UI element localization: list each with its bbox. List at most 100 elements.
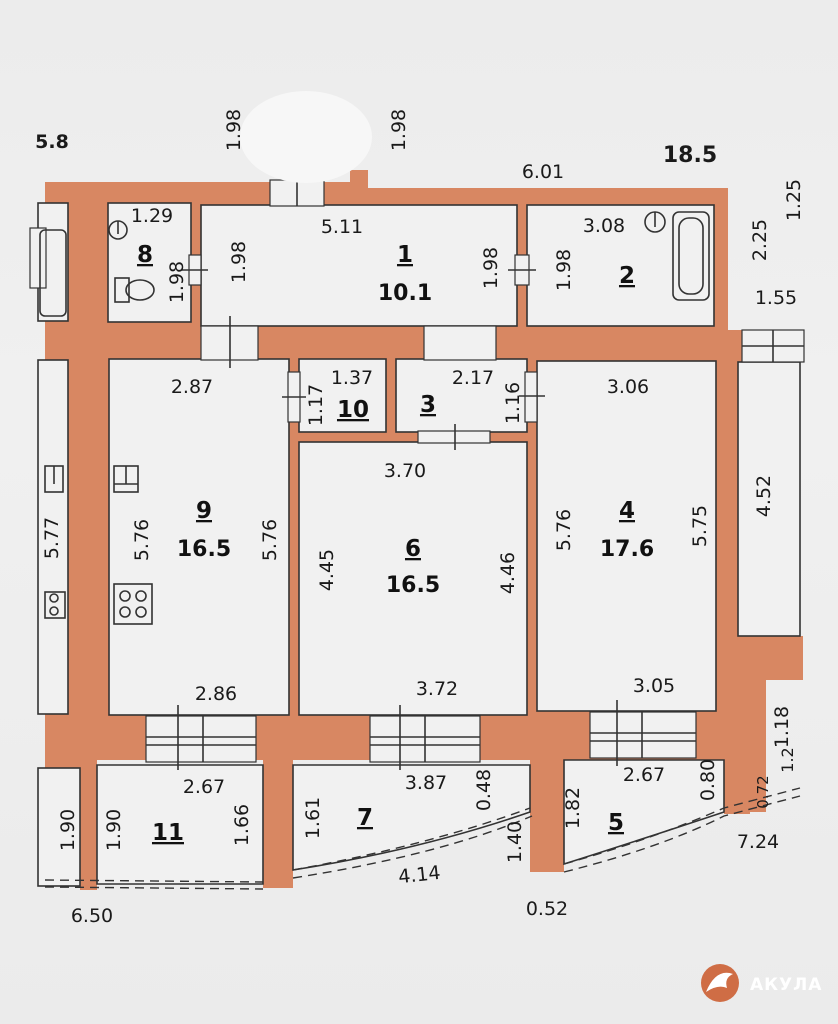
dimensions: 18.5 5.8 1.25 5.77 1.98 1.98 6.01 5.11 1… xyxy=(35,109,805,927)
room-8-number: 8 xyxy=(137,242,153,268)
dim-1-16: 1.16 xyxy=(502,382,524,424)
room-6-bedroom xyxy=(298,441,528,716)
dim-top-1-98-b: 1.98 xyxy=(388,109,410,151)
dim-1-2: 1.2 xyxy=(778,747,797,772)
dim-1-18: 1.18 xyxy=(771,706,793,748)
dim-3-05: 3.05 xyxy=(633,675,675,697)
wall-stub-right xyxy=(530,760,564,872)
dim-left-partial: 5.77 xyxy=(41,517,63,559)
dim-4-45: 4.45 xyxy=(316,549,338,591)
sink-icon xyxy=(44,465,64,493)
room-10-number: 10 xyxy=(337,397,369,423)
sink-icon xyxy=(644,211,666,233)
dim-5-75: 5.75 xyxy=(689,505,711,547)
dim-2-67-l: 2.67 xyxy=(183,776,225,798)
room-1-area: 10.1 xyxy=(378,281,432,306)
dim-top-left-partial: 5.8 xyxy=(35,131,69,153)
room-5-balcony xyxy=(563,759,725,866)
room-left-partial-mid xyxy=(37,359,69,715)
dim-2-86: 2.86 xyxy=(195,683,237,705)
wall-stub-left xyxy=(80,760,97,890)
fixtures xyxy=(39,211,710,625)
dim-1-37: 1.37 xyxy=(331,367,373,389)
dim-0-80: 0.80 xyxy=(697,759,719,801)
dim-1-98-r1r: 1.98 xyxy=(480,247,502,289)
dim-4-52: 4.52 xyxy=(753,475,775,517)
room-left-partial-bottom xyxy=(37,767,81,887)
room-1-hall xyxy=(200,204,518,327)
dim-3-72: 3.72 xyxy=(416,678,458,700)
dim-1-90-a: 1.90 xyxy=(57,809,79,851)
watermark: АКУЛА xyxy=(701,964,822,1002)
dim-4-46: 4.46 xyxy=(497,552,519,594)
dim-1-90-b: 1.90 xyxy=(103,809,125,851)
room-10-closet xyxy=(298,358,387,433)
dim-2-87: 2.87 xyxy=(171,376,213,398)
toilet-icon xyxy=(114,277,155,303)
bathtub-icon xyxy=(39,229,67,317)
room-2-bath xyxy=(526,204,715,327)
balcony-outline xyxy=(44,787,801,890)
dim-5-76-9l: 5.76 xyxy=(131,519,153,561)
room-5-number: 5 xyxy=(608,810,624,836)
dim-1-98-r8: 1.98 xyxy=(166,261,188,303)
dim-2-25: 2.25 xyxy=(749,219,771,261)
dim-1-98-r2: 1.98 xyxy=(553,249,575,291)
dim-6-50: 6.50 xyxy=(71,905,113,927)
dim-2-67-r: 2.67 xyxy=(623,764,665,786)
room-4-number: 4 xyxy=(619,498,635,524)
sink-icon xyxy=(113,465,139,493)
room-1-number: 1 xyxy=(397,242,413,268)
dim-5-11: 5.11 xyxy=(321,216,363,238)
dim-5-76-4l: 5.76 xyxy=(553,509,575,551)
dim-1-17: 1.17 xyxy=(305,384,327,426)
dim-2-17: 2.17 xyxy=(452,367,494,389)
window-left-partial xyxy=(29,227,47,289)
stove-icon xyxy=(113,583,153,625)
room-4-area: 17.6 xyxy=(600,537,654,562)
watermark-brand: АКУЛА xyxy=(750,975,822,995)
openings xyxy=(29,179,805,770)
room-2-number: 2 xyxy=(619,263,635,289)
dim-0-48: 0.48 xyxy=(473,769,495,811)
dim-7-24: 7.24 xyxy=(737,831,779,853)
logo-icon xyxy=(701,964,739,1002)
dim-3-06: 3.06 xyxy=(607,376,649,398)
rooms xyxy=(37,202,801,887)
room-6-number: 6 xyxy=(405,536,421,562)
dim-3-70: 3.70 xyxy=(384,460,426,482)
dim-4-14: 4.14 xyxy=(397,862,441,888)
bathtub-icon xyxy=(672,211,710,301)
room-labels: 1 10.1 2 3 4 17.6 5 6 16.5 7 8 9 16.5 10… xyxy=(137,242,654,846)
dim-1-55: 1.55 xyxy=(755,287,797,309)
room-9-kitchen xyxy=(108,358,290,716)
dim-3-87: 3.87 xyxy=(405,772,447,794)
room-11-number: 11 xyxy=(152,820,184,846)
door-3-6 xyxy=(417,430,491,444)
balcony-door-9 xyxy=(145,705,257,770)
dim-1-66: 1.66 xyxy=(231,804,253,846)
dim-3-08: 3.08 xyxy=(583,215,625,237)
room-9-number: 9 xyxy=(196,498,212,524)
room-7-number: 7 xyxy=(357,805,373,831)
dim-1-40: 1.40 xyxy=(504,821,526,863)
dim-1-29: 1.29 xyxy=(131,205,173,227)
dim-0-52: 0.52 xyxy=(526,898,568,920)
dim-top-1-98-a: 1.98 xyxy=(223,109,245,151)
sink-icon xyxy=(108,220,128,240)
room-11-balcony xyxy=(96,764,264,885)
dim-right-partial: 1.25 xyxy=(783,179,805,221)
wall-stub-mid xyxy=(263,760,293,888)
balcony-door-6 xyxy=(369,705,481,770)
dim-1-98-r1l: 1.98 xyxy=(228,241,250,283)
dim-6-01: 6.01 xyxy=(522,161,564,183)
room-9-area: 16.5 xyxy=(177,537,231,562)
dim-0-72: 0.72 xyxy=(754,775,772,808)
door-3-4 xyxy=(524,371,538,423)
door-1-3 xyxy=(423,325,497,361)
dim-5-76-9r: 5.76 xyxy=(259,519,281,561)
room-3-number: 3 xyxy=(420,392,436,418)
dim-total-area: 18.5 xyxy=(663,143,717,168)
wall-stub-far-right xyxy=(724,770,750,814)
